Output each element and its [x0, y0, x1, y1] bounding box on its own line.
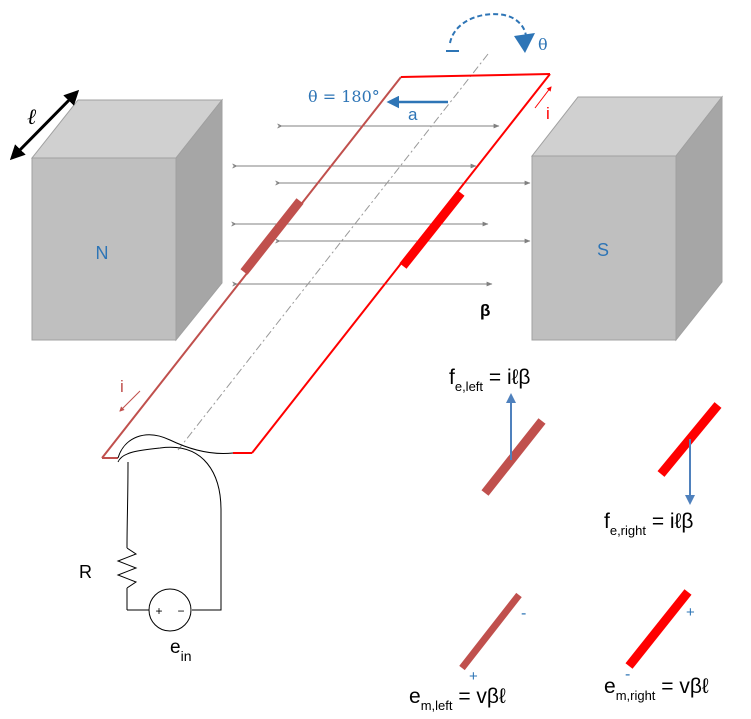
- north-magnet-front: [31, 157, 177, 341]
- length-arrow: [9, 89, 80, 161]
- external-circuit: + −: [116, 434, 234, 632]
- source-minus: −: [177, 604, 184, 618]
- south-magnet: S: [530, 95, 724, 342]
- current-arrow-left: [119, 390, 141, 412]
- left-conductor-detail: [481, 418, 546, 496]
- force-right-diagram: fe,right = iℓβ: [604, 402, 722, 538]
- left-conductor-segment: [240, 198, 304, 275]
- emf-right-label: em,right = vβℓ: [604, 675, 709, 703]
- lead-wire-outer: [126, 461, 129, 549]
- emf-left-diagram: - + em,left = vβℓ: [409, 592, 526, 713]
- resistor-zigzag: [116, 547, 138, 589]
- lead-wire-left: [117, 434, 234, 459]
- force-right-label: fe,right = iℓβ: [604, 510, 693, 538]
- length-label: ℓ: [27, 105, 37, 130]
- theta-label: θ: [538, 35, 548, 54]
- current-arrow-right: [534, 86, 552, 109]
- magnetic-field-lines: [232, 126, 530, 284]
- theta-angle-label: θ = 180°: [308, 87, 380, 106]
- emf-right-plus: +: [686, 604, 695, 621]
- emf-left-plus: +: [469, 668, 478, 685]
- south-magnet-front: [531, 155, 677, 341]
- a-label: a: [408, 105, 418, 124]
- voltage-source: [148, 588, 192, 632]
- emf-left-minus: -: [521, 605, 526, 622]
- north-magnet: N: [30, 98, 224, 342]
- force-left-label: fe,left = iℓβ: [449, 366, 531, 394]
- loop-end-top: [400, 73, 551, 78]
- south-pole-label: S: [597, 240, 609, 260]
- source-plus: +: [155, 604, 162, 618]
- right-conductor-emf: [625, 589, 692, 669]
- source-voltage-label: ein: [170, 637, 191, 664]
- current-label-left: i: [120, 377, 124, 396]
- current-label-right: i: [546, 104, 550, 123]
- flux-density-label: β: [480, 301, 490, 320]
- conductor-loop: [101, 73, 551, 459]
- emf-left-label: em,left = vβℓ: [409, 685, 506, 713]
- emf-right-diagram: + - em,right = vβℓ: [604, 589, 709, 703]
- north-pole-label: N: [96, 243, 109, 263]
- right-conductor-segment: [399, 190, 465, 269]
- rotation-arc: [449, 13, 528, 44]
- rotation-axis: [177, 53, 489, 451]
- emf-right-minus: -: [625, 666, 630, 683]
- resistor-label: R: [79, 562, 92, 582]
- lead-wire-right: [117, 446, 222, 611]
- rotation-arrowhead: [514, 33, 535, 53]
- force-left-diagram: fe,left = iℓβ: [449, 366, 546, 496]
- left-conductor-emf: [459, 592, 522, 671]
